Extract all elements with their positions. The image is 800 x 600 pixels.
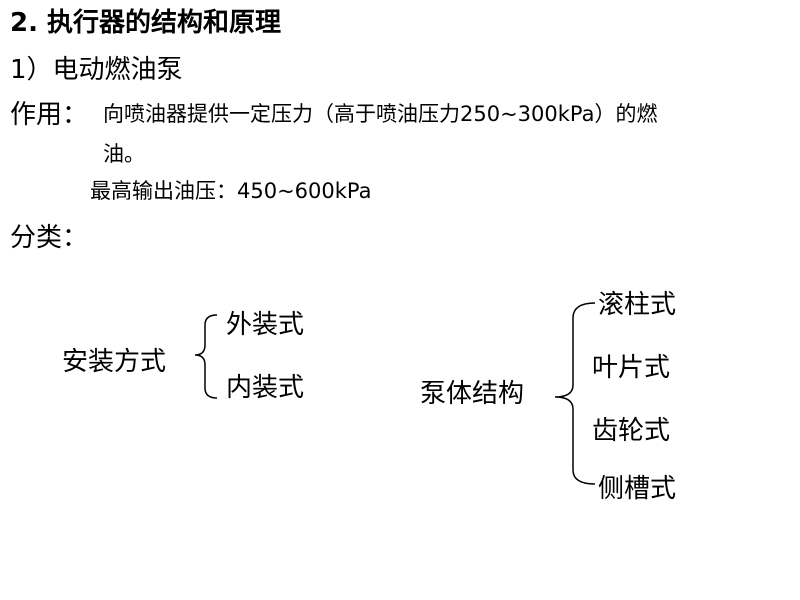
max-pressure: 最高输出油压：450~600kPa (90, 179, 372, 203)
classification-label: 分类： (10, 223, 89, 253)
install-item: 外装式 (226, 310, 305, 340)
function-text-line1: 向喷油器提供一定压力（高于喷油压力250~300kPa）的燃 (103, 102, 658, 126)
install-brace (194, 314, 218, 399)
function-label: 作用： (10, 100, 89, 130)
slide-title: 2. 执行器的结构和原理 (10, 8, 282, 38)
structure-item: 滚柱式 (598, 290, 677, 320)
install-item: 内装式 (226, 373, 305, 403)
structure-brace (554, 302, 596, 485)
structure-item: 叶片式 (592, 353, 671, 383)
function-text-line2: 油。 (103, 142, 145, 166)
structure-item: 齿轮式 (592, 416, 671, 446)
structure-item: 侧槽式 (598, 474, 677, 504)
section-subtitle: 1）电动燃油泵 (10, 55, 183, 85)
structure-label: 泵体结构 (420, 379, 525, 409)
install-label: 安装方式 (62, 347, 167, 377)
